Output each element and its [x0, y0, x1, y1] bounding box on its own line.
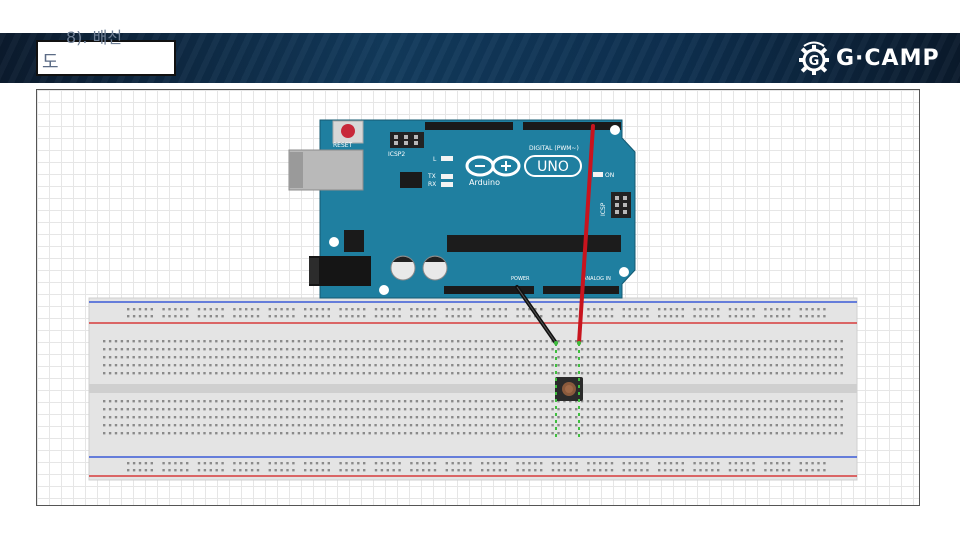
icsp2-label: ICSP2 [388, 151, 405, 158]
icsp-label: ICSP [600, 202, 607, 216]
gear-icon: G [799, 41, 829, 75]
reset-label: RESET [333, 142, 353, 149]
jumper-columns [555, 343, 580, 440]
rx-label: RX [428, 181, 436, 188]
power-label: POWER [511, 276, 530, 282]
tx-label: TX [427, 173, 436, 180]
on-label: ON [605, 172, 614, 179]
slide-title-continued: 도 [42, 52, 59, 73]
l-label: L [433, 156, 437, 163]
analog-label: ANALOG IN [583, 276, 611, 282]
black-wire [515, 285, 558, 345]
circuit-svg: RESET ICSP2 DIGITAL (PWM~) L TX RX ON [88, 119, 858, 481]
slide-title: 8). 배선 [66, 28, 123, 47]
uno-label: UNO [537, 159, 569, 175]
breadboard [88, 297, 858, 481]
arduino-infinity-logo [465, 155, 521, 177]
wiring-diagram: RESET ICSP2 DIGITAL (PWM~) L TX RX ON [36, 89, 920, 506]
logo-text: G·CAMP [836, 45, 940, 71]
gcamp-logo: G G·CAMP [796, 38, 940, 78]
wire-end-red [577, 341, 581, 345]
title-box [36, 40, 176, 76]
digital-label: DIGITAL (PWM~) [529, 145, 579, 152]
push-button [555, 377, 583, 401]
wire-end-black [554, 341, 558, 345]
arduino-brand-label: Arduino [469, 178, 500, 187]
svg-text:G: G [809, 54, 820, 69]
red-wire [577, 124, 595, 345]
